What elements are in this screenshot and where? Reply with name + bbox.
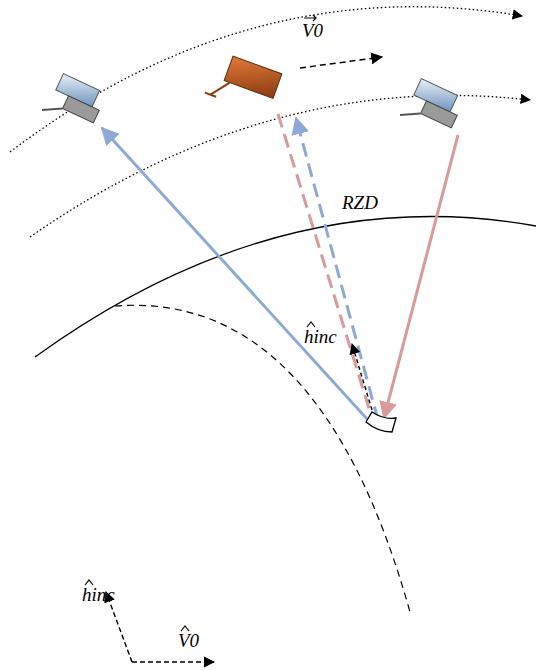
red-dashed-ray — [278, 114, 372, 418]
earth-surface — [35, 217, 536, 357]
hinc-vector — [352, 344, 372, 410]
orbit-outer — [10, 7, 522, 152]
surface-patch — [366, 412, 396, 432]
axis-v0 — [132, 661, 214, 662]
dashed-curve — [115, 305, 410, 612]
blue-dashed-ray — [296, 118, 378, 420]
satellite-right — [400, 77, 465, 137]
hinc-axis-label: hinc — [80, 584, 117, 605]
range-label: RZD — [340, 192, 380, 213]
velocity-label: V0 — [300, 20, 325, 41]
hinc-label: hinc — [302, 326, 339, 347]
satellite-left — [42, 72, 107, 132]
red-ray — [384, 135, 458, 418]
blue-ray — [102, 128, 368, 420]
satellite-center — [205, 51, 282, 115]
v0-axis-label: V0 — [176, 630, 201, 651]
velocity-vector — [300, 57, 382, 68]
